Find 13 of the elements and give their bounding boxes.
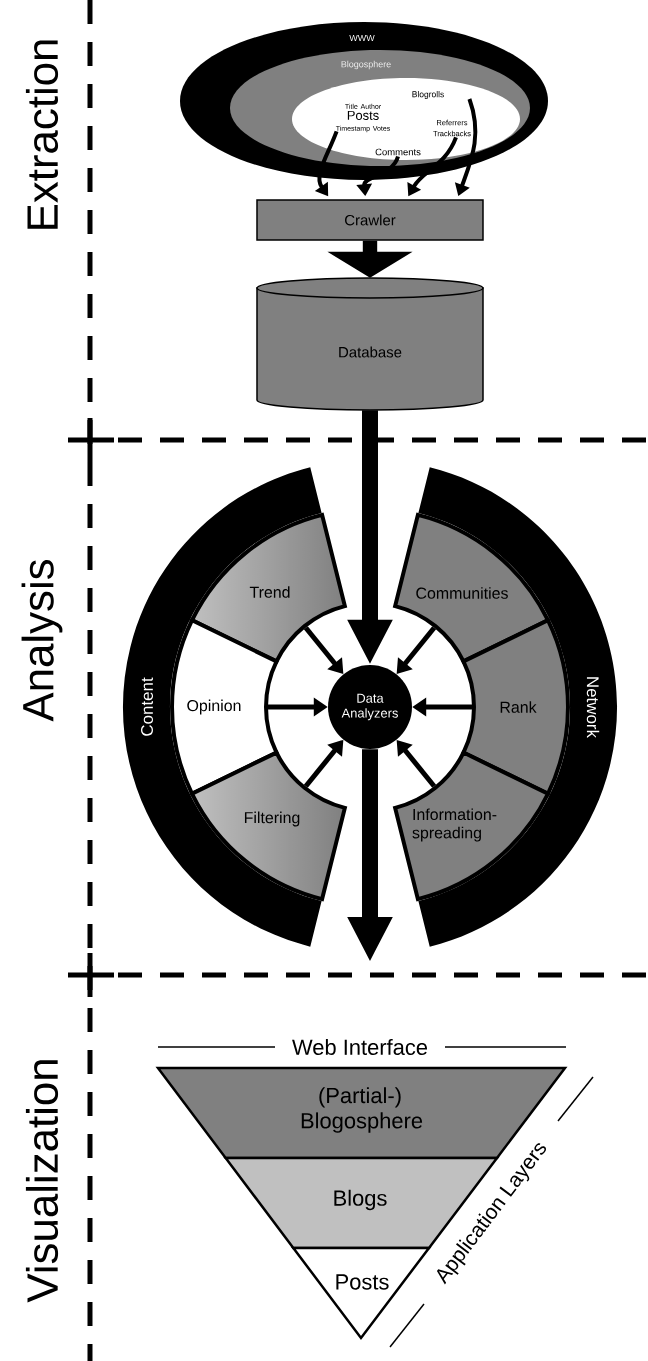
database-cylinder: Database xyxy=(256,277,484,411)
section-label: Analysis xyxy=(21,560,63,722)
section-label: Visualization xyxy=(25,1060,59,1303)
ring-segment: Information-spreading xyxy=(393,750,550,902)
section-label: Extraction xyxy=(25,40,59,229)
word-label: Blogrolls xyxy=(412,91,444,99)
process-box: Crawler xyxy=(256,199,484,241)
ellipse-region xyxy=(292,78,520,160)
ring-segment: Communities xyxy=(393,512,550,664)
node-label: Posts xyxy=(336,1274,389,1290)
ring-segment: Rank xyxy=(461,618,570,796)
word-label: Comments xyxy=(375,148,421,156)
ring-segment: Opinion xyxy=(170,618,279,796)
